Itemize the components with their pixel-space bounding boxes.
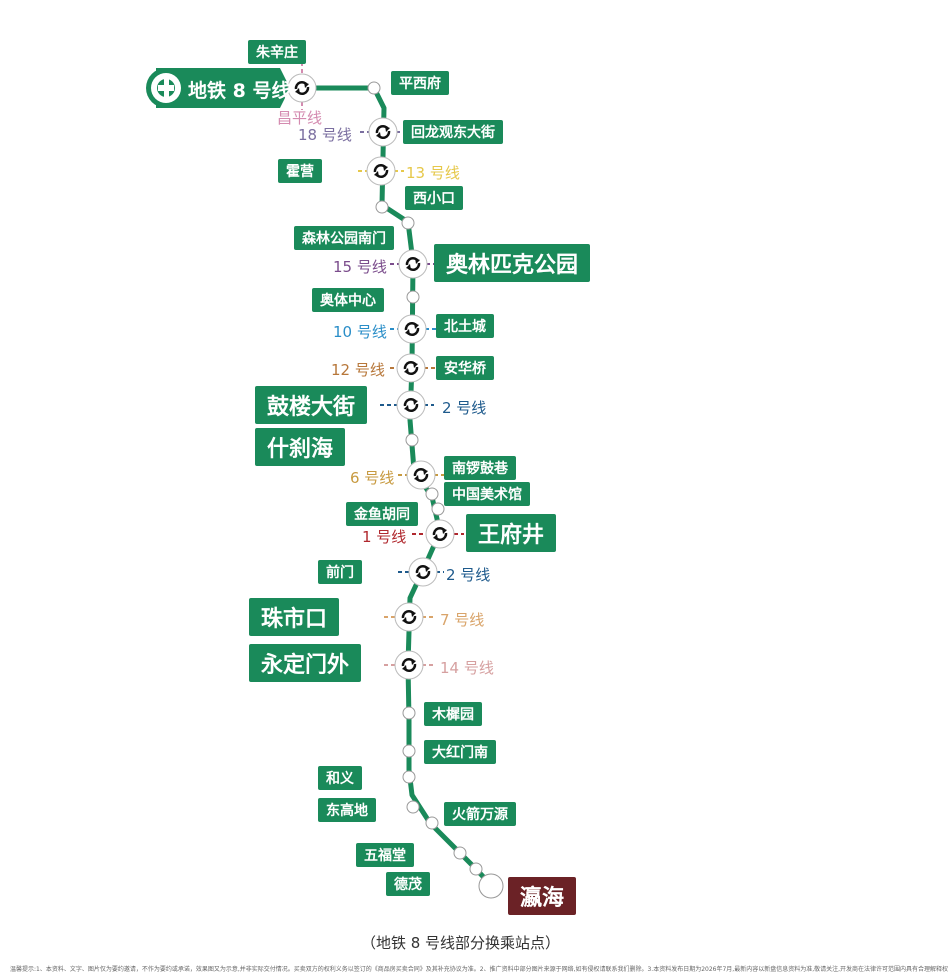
station-dot-senlin (401, 216, 415, 230)
xfer-icon-nanluogu (406, 460, 436, 490)
station-dot-wufutang (453, 846, 467, 860)
station-demao[interactable]: 德茂 (386, 872, 430, 896)
station-dot-xixiaokou (375, 200, 389, 214)
transfer-line-1: 1 号线 (362, 528, 407, 546)
station-donggaodi[interactable]: 东高地 (318, 798, 376, 822)
station-anhuaqiao[interactable]: 安华桥 (436, 356, 494, 380)
station-huilongguan[interactable]: 回龙观东大街 (403, 120, 503, 144)
transfer-line-15: 15 号线 (333, 258, 387, 276)
station-qianmen[interactable]: 前门 (318, 560, 362, 584)
xfer-icon-yongding (394, 650, 424, 680)
station-huoying[interactable]: 霍营 (278, 159, 322, 183)
station-muxiyuan[interactable]: 木樨园 (424, 702, 482, 726)
xfer-icon-zhuxinzhuang (287, 73, 317, 103)
station-aoti[interactable]: 奥体中心 (312, 288, 384, 312)
station-dot-pingxifu (367, 81, 381, 95)
xfer-icon-huilongguan (368, 117, 398, 147)
station-xixiaokou[interactable]: 西小口 (405, 186, 463, 210)
station-senlin[interactable]: 森林公园南门 (294, 226, 394, 250)
station-dot-jinyu (431, 502, 445, 516)
station-dot-heyi (402, 770, 416, 784)
transfer-line-14: 14 号线 (440, 659, 494, 677)
xfer-icon-anhuaqiao (396, 353, 426, 383)
transfer-line-2-north: 2 号线 (442, 399, 487, 417)
station-dot-muxiyuan (402, 706, 416, 720)
station-wangfujing[interactable]: 王府井 (466, 514, 557, 552)
station-dahongmen[interactable]: 大红门南 (424, 740, 496, 764)
xfer-icon-wangfujing (425, 519, 455, 549)
station-yongding[interactable]: 永定门外 (249, 644, 362, 682)
station-aolin[interactable]: 奥林匹克公园 (434, 244, 591, 282)
station-dot-demao (469, 862, 483, 876)
xfer-icon-gulou (396, 390, 426, 420)
xfer-icon-beitucheng (397, 314, 427, 344)
transfer-line-13: 13 号线 (406, 164, 460, 182)
station-heyi[interactable]: 和义 (318, 766, 362, 790)
station-zhuxinzhuang[interactable]: 朱辛庄 (248, 40, 306, 64)
line-8-logo-text: 地铁 8 号线 (188, 80, 291, 102)
station-dot-yinghai (478, 873, 504, 899)
station-beitucheng[interactable]: 北土城 (436, 314, 494, 338)
station-nanluogu[interactable]: 南锣鼓巷 (444, 456, 516, 480)
station-dot-huojian (425, 816, 439, 830)
station-jinyu[interactable]: 金鱼胡同 (346, 502, 418, 526)
station-shichahai[interactable]: 什刹海 (255, 428, 346, 466)
station-gulou[interactable]: 鼓楼大街 (255, 386, 368, 424)
station-dot-dahongmen (402, 744, 416, 758)
transfer-line-18: 18 号线 (298, 126, 352, 144)
station-pingxifu[interactable]: 平西府 (391, 71, 449, 95)
disclaimer-note: 温馨提示:1、本资料、文字、图片仅为要约邀请，不作为要约或承诺，效果图又为示意,… (10, 966, 948, 973)
station-yinghai[interactable]: 瀛海 (508, 877, 577, 915)
metro-line-map (146, 62, 504, 899)
station-dot-aoti (406, 290, 420, 304)
station-dot-meishuguan (425, 487, 439, 501)
station-wufutang[interactable]: 五福堂 (356, 843, 414, 867)
transfer-changping: 昌平线 (277, 109, 323, 127)
transfer-line-12: 12 号线 (331, 361, 385, 379)
station-dot-shichahai (405, 433, 419, 447)
station-meishuguan[interactable]: 中国美术馆 (444, 482, 530, 506)
transfer-line-6: 6 号线 (350, 469, 395, 487)
station-zhushikou[interactable]: 珠市口 (249, 598, 340, 636)
station-dot-donggaodi (406, 800, 420, 814)
transfer-line-2-south: 2 号线 (446, 566, 491, 584)
beijing-subway-logo (146, 68, 290, 108)
map-caption: （地铁 8 号线部分换乘站点） (360, 934, 561, 952)
xfer-icon-aolin (398, 249, 428, 279)
transfer-line-7: 7 号线 (440, 611, 485, 629)
xfer-icon-huoying (366, 156, 396, 186)
transfer-line-10: 10 号线 (333, 323, 387, 341)
station-huojian[interactable]: 火箭万源 (444, 802, 516, 826)
xfer-icon-qianmen (408, 557, 438, 587)
xfer-icon-zhushikou (394, 602, 424, 632)
